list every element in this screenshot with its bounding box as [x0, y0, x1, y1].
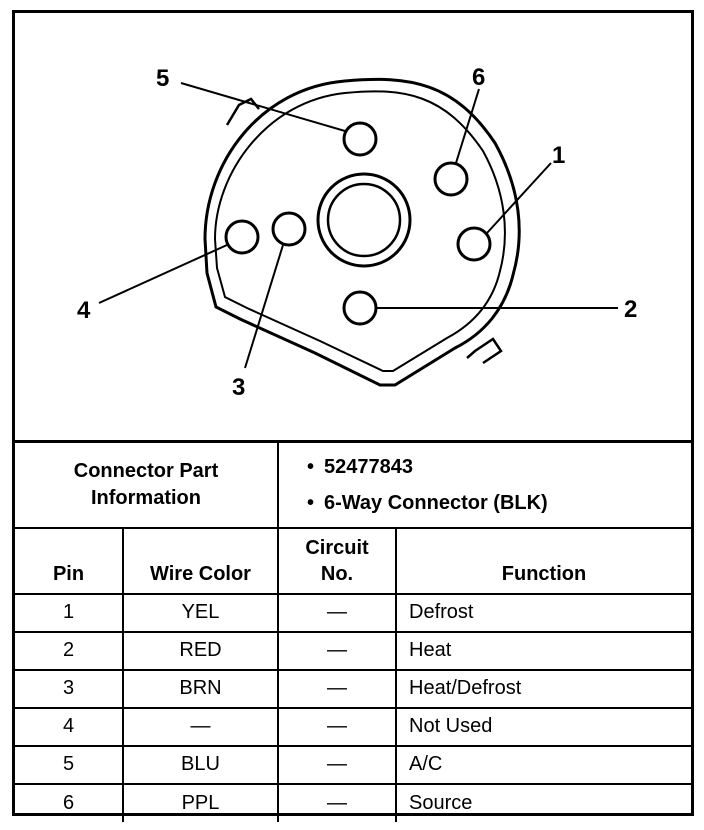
connector-part-row: Connector Part Information 52477843 6-Wa…	[15, 440, 691, 529]
connector-part-label: Connector Part Information	[15, 440, 279, 529]
header-circuit-no: Circuit No.	[277, 526, 397, 595]
connector-frame: 1 2 3 4 5 6 Connector Part Information 5…	[12, 10, 694, 822]
connector-diagram: 1 2 3 4 5 6	[15, 13, 691, 440]
cell-function: A/C	[395, 744, 691, 785]
pin-label-4: 4	[77, 297, 91, 324]
leader-line-5	[180, 82, 346, 132]
cell-circuit: —	[277, 592, 397, 633]
leader-line-1	[486, 162, 552, 234]
terminal-3	[271, 211, 307, 247]
terminal-6	[433, 161, 469, 197]
cell-pin: 2	[15, 630, 124, 671]
header-circuit-line2: No.	[320, 562, 354, 585]
table-row: 5 BLU — A/C	[15, 744, 691, 785]
pin-label-1: 1	[552, 142, 565, 169]
cell-wire-color: BLU	[122, 744, 279, 785]
header-pin: Pin	[15, 526, 124, 595]
pin-label-3: 3	[232, 374, 245, 401]
part-number: 52477843	[307, 449, 691, 485]
cell-function: Heat	[395, 630, 691, 671]
pin-label-2: 2	[624, 296, 637, 323]
terminal-5	[342, 121, 378, 157]
cell-pin: 4	[15, 706, 124, 747]
connector-part-label-line1: Connector Part	[73, 459, 219, 482]
header-circuit-line1: Circuit	[305, 536, 369, 559]
leader-line-6	[455, 88, 480, 164]
connector-part-label-line2: Information	[91, 486, 201, 509]
cell-circuit: —	[277, 630, 397, 671]
pin-label-6: 6	[472, 64, 485, 91]
cell-pin: 1	[15, 592, 124, 633]
cell-pin: 6	[15, 782, 124, 822]
cell-wire-color: RED	[122, 630, 279, 671]
table-row: 1 YEL — Defrost	[15, 592, 691, 633]
connector-body-inner	[213, 90, 506, 372]
connector-info-table: Connector Part Information 52477843 6-Wa…	[15, 440, 691, 822]
connector-body-outer	[203, 77, 521, 387]
cell-wire-color: PPL	[122, 782, 279, 822]
cell-function: Source	[395, 782, 691, 822]
table-header-row: Pin Wire Color Circuit No. Function	[15, 526, 691, 595]
center-post-inner	[326, 182, 402, 258]
pin-label-5: 5	[156, 65, 169, 92]
cell-wire-color: BRN	[122, 668, 279, 709]
leader-line-4	[98, 244, 228, 304]
table-row: 4 — — Not Used	[15, 706, 691, 747]
table-row: 3 BRN — Heat/Defrost	[15, 668, 691, 709]
cell-circuit: —	[277, 782, 397, 822]
table-row: 2 RED — Heat	[15, 630, 691, 671]
leader-line-3	[244, 244, 284, 369]
cell-wire-color: YEL	[122, 592, 279, 633]
cell-circuit: —	[277, 668, 397, 709]
table-row: 6 PPL — Source	[15, 782, 691, 822]
header-wire-color: Wire Color	[122, 526, 279, 595]
terminal-2	[342, 290, 378, 326]
cell-function: Defrost	[395, 592, 691, 633]
connector-description: 6-Way Connector (BLK)	[307, 485, 691, 521]
connector-face-svg: 1 2 3 4 5 6	[77, 64, 637, 401]
cell-pin: 3	[15, 668, 124, 709]
cell-wire-color: —	[122, 706, 279, 747]
locking-tab-bottom	[466, 337, 503, 365]
terminal-4	[224, 219, 260, 255]
cell-pin: 5	[15, 744, 124, 785]
cell-circuit: —	[277, 706, 397, 747]
center-post-outer	[316, 172, 412, 268]
cell-function: Heat/Defrost	[395, 668, 691, 709]
cell-circuit: —	[277, 744, 397, 785]
header-function: Function	[395, 526, 691, 595]
cell-function: Not Used	[395, 706, 691, 747]
connector-part-info: 52477843 6-Way Connector (BLK)	[277, 440, 691, 529]
terminal-1	[456, 226, 492, 262]
